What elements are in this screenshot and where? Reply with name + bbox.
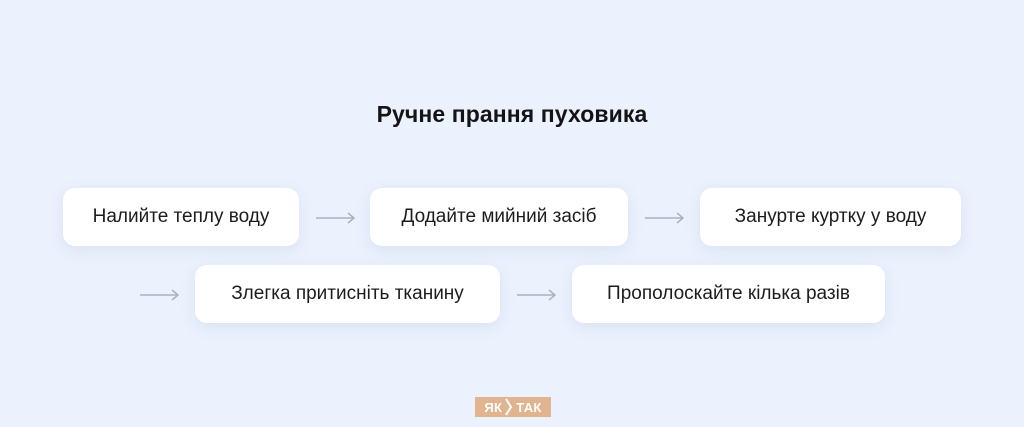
step-4-label: Злегка притисніть тканину: [231, 283, 464, 304]
step-3-node: Занурте куртку у воду: [700, 188, 961, 246]
brand-logo: ЯК ТАК: [475, 397, 551, 417]
arrow-right-icon: [517, 289, 557, 301]
logo-left-text: ЯК: [484, 399, 503, 415]
step-5-label: Прополоскайте кілька разів: [607, 283, 850, 304]
step-5-node: Прополоскайте кілька разів: [572, 265, 885, 323]
arrow-right-icon: [140, 289, 180, 301]
step-1-label: Налийте теплу воду: [92, 206, 270, 227]
arrow-right-icon: [645, 212, 685, 224]
diagram-title: Ручне прання пуховика: [376, 101, 648, 127]
chevron-right-icon: [505, 398, 513, 416]
step-1-node: Налийте теплу воду: [63, 188, 299, 246]
step-2-label: Додайте мийний засіб: [401, 206, 597, 227]
step-2-node: Додайте мийний засіб: [370, 188, 628, 246]
logo-right-text: ТАК: [516, 399, 542, 415]
step-3-label: Занурте куртку у воду: [734, 206, 927, 227]
arrow-right-icon: [316, 212, 356, 224]
step-4-node: Злегка притисніть тканину: [195, 265, 500, 323]
